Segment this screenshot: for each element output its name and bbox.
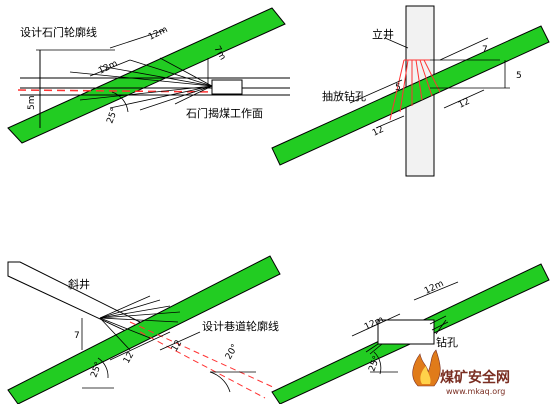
working-face-box xyxy=(211,79,243,95)
dim-12-b-bl: 12 xyxy=(170,339,184,354)
borehole-fan-top-right xyxy=(389,59,441,121)
dim-12m-a: 12m xyxy=(147,25,170,43)
coal-seam-bottom-left xyxy=(7,255,281,404)
label-incline-shaft: 斜井 xyxy=(68,277,90,291)
dim-12m-a-line-br xyxy=(351,313,401,337)
dim-5m: 5m xyxy=(27,96,37,111)
dim-leader-drain xyxy=(349,79,403,104)
watermark-text: 煤矿安全网 xyxy=(440,369,510,386)
coal-seam-top-left xyxy=(7,7,286,144)
design-contour-dashed xyxy=(17,89,216,93)
borehole-fan-bottom-left xyxy=(99,295,181,351)
coal-seam-top-right xyxy=(271,25,550,166)
watermark-url: www.mkaq.org xyxy=(446,387,505,396)
dim-7-line xyxy=(439,37,489,61)
label-design-roadway: 设计巷道轮廓线 xyxy=(202,319,279,333)
angle-arc-road xyxy=(209,371,231,393)
design-roadway-dashed-a xyxy=(129,321,276,389)
dim-12-a: 12 xyxy=(371,125,386,139)
panel-bottom-left: 斜井 设计巷道轮廓线 7 12 12 25° 20° xyxy=(7,255,281,404)
panel-bottom-right: 12m 12m 钻孔 25° xyxy=(271,263,550,404)
dim-12m-a-line xyxy=(109,29,166,49)
angle-25-top-left: 25° xyxy=(105,107,120,125)
roadway-box-br xyxy=(377,319,435,345)
dim-5-right: 5 xyxy=(516,71,522,81)
label-drill-hole: 钻孔 xyxy=(436,335,458,349)
dim-5-left: 5 xyxy=(395,83,401,93)
panel-top-left: 设计石门轮廓线 石门揭煤工作面 12m 12m 7m 5m 25° xyxy=(7,7,290,144)
angle-arc-br xyxy=(373,351,382,375)
watermark: 煤矿安全网 www.mkaq.org xyxy=(412,349,510,396)
incline-shaft xyxy=(7,261,141,333)
label-drain-hole: 抽放钻孔 xyxy=(322,89,366,103)
dim-7: 7 xyxy=(482,45,488,55)
dim-12-a-line-bl xyxy=(109,331,171,361)
dim-12-b-line xyxy=(443,89,485,109)
borehole-hatch-br xyxy=(365,309,449,355)
flame-logo-icon xyxy=(412,349,441,387)
dim-12m-b-br: 12m xyxy=(423,279,446,297)
dim-leader-hole xyxy=(435,319,447,335)
dim-12m-b-line-br xyxy=(413,281,459,301)
dim-leader-shaft xyxy=(384,37,409,49)
panel-top-right: 立井 抽放钻孔 7 5 5 12 12 xyxy=(271,5,550,177)
dim-12-a-line xyxy=(375,115,405,129)
label-design-contour: 设计石门轮廓线 xyxy=(20,25,97,39)
angle-20-road: 20° xyxy=(224,343,241,362)
dim-7-bl: 7 xyxy=(74,331,80,341)
label-working-face: 石门揭煤工作面 xyxy=(186,106,263,120)
label-shaft: 立井 xyxy=(372,27,394,41)
dim-12-b: 12 xyxy=(457,97,472,111)
dim-12m-b: 12m xyxy=(97,59,120,77)
dim-12-b-line-bl xyxy=(159,331,201,351)
angle-arc-top-left xyxy=(111,91,129,113)
angle-arc-seam-bl xyxy=(97,357,109,379)
dim-12-a-bl: 12 xyxy=(122,351,136,366)
dim-12m-b-line xyxy=(89,59,131,77)
design-roadway-dashed-b xyxy=(139,331,266,399)
